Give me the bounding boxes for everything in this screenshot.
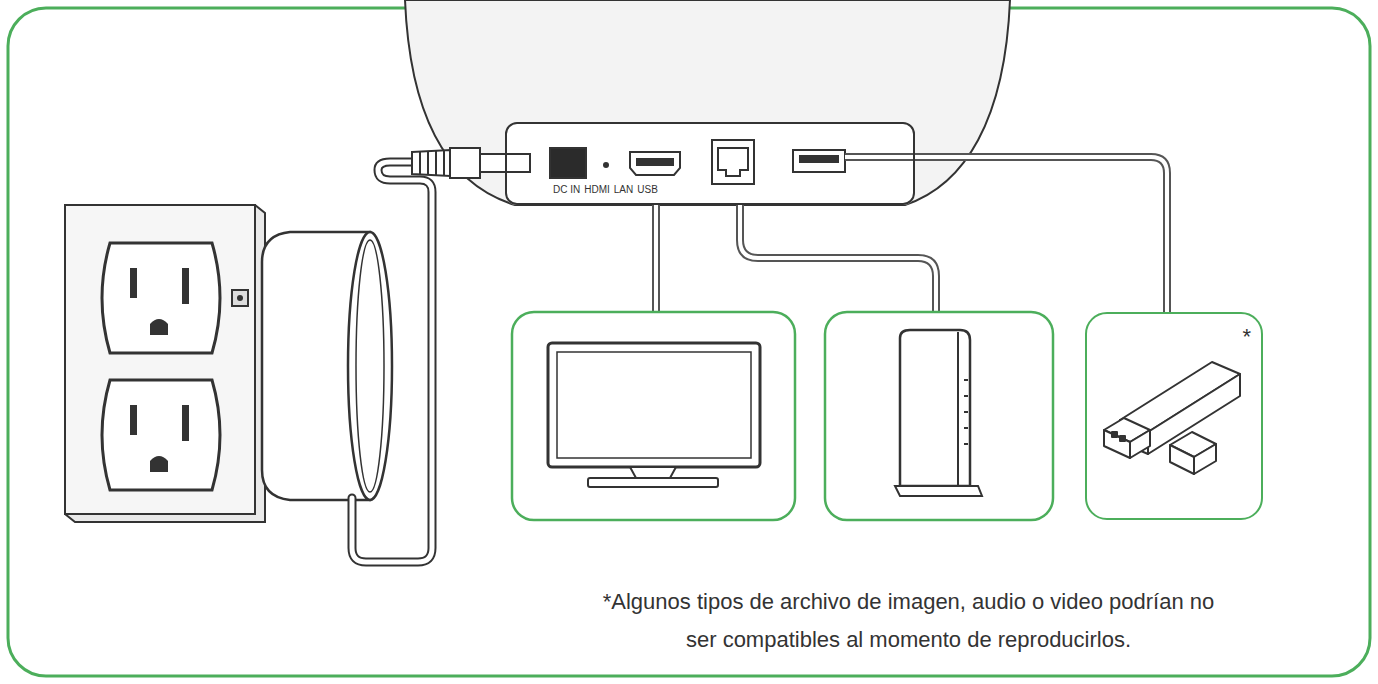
cable-stroke [915, 157, 1167, 312]
power-cable [352, 162, 432, 562]
lan-cable [740, 205, 936, 312]
hdmi-cable [656, 205, 657, 312]
port-label: DC IN [553, 184, 580, 195]
usb-cable-stub [845, 157, 915, 158]
dc-plug [412, 148, 530, 178]
device-body [405, 0, 1010, 205]
port-panel: DC IN HDMI LAN USB [505, 122, 915, 205]
port-label: HDMI [584, 184, 610, 195]
port-label: LAN [614, 184, 633, 195]
usb-cable [915, 157, 1167, 312]
port-label: USB [637, 184, 658, 195]
power-adapter [262, 232, 392, 500]
port-panel-fill [505, 122, 915, 205]
ports [550, 140, 845, 184]
router [825, 312, 1053, 520]
usb-box: * [1085, 312, 1263, 520]
cable-stroke [915, 157, 1167, 312]
usb-stick [1104, 362, 1240, 474]
footnote-mark: * [1242, 324, 1251, 350]
wall-outlet [65, 205, 265, 522]
footnote: *Algunos tipos de archivo de imagen, aud… [596, 583, 1221, 659]
tv [512, 312, 795, 520]
